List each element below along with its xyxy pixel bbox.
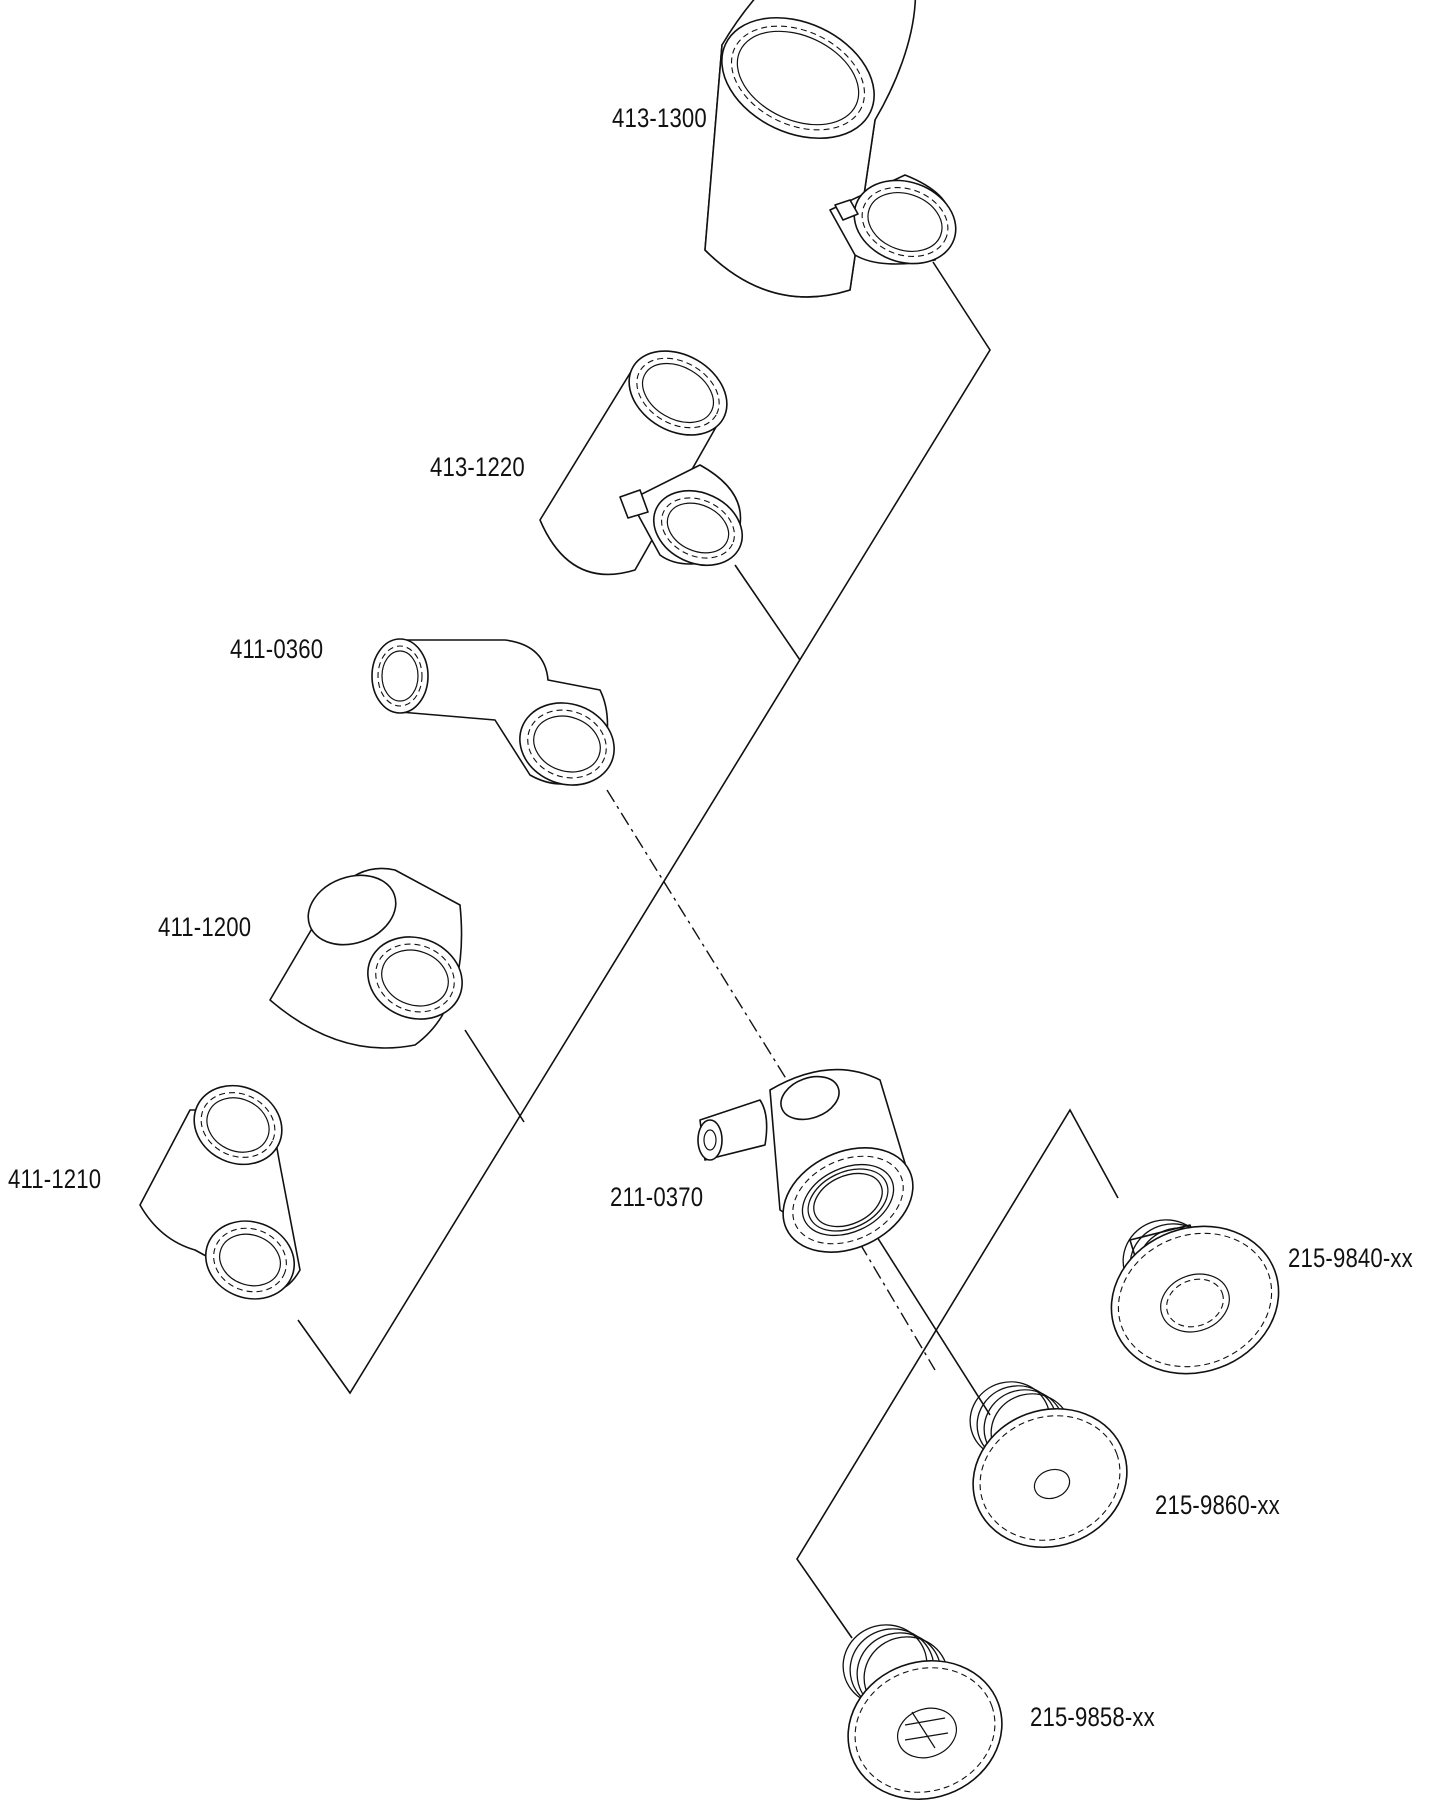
label-411-1210: 411-1210: [8, 1164, 102, 1194]
part-211-0370-drawing: [697, 1068, 914, 1253]
centerline-elbow-to-body: [606, 789, 791, 1086]
label-411-0360: 411-0360: [230, 634, 324, 664]
part-411-0360-drawing: [371, 638, 615, 786]
part-215-9840-drawing: [1110, 1219, 1280, 1375]
leader-413-1220: [734, 564, 801, 661]
label-215-9840-xx: 215-9840-xx: [1288, 1243, 1413, 1273]
leader-411-1200: [464, 1029, 525, 1123]
label-413-1300: 413-1300: [612, 103, 707, 133]
part-215-9858-drawing: [842, 1624, 1003, 1801]
leader-lines: [297, 261, 1119, 1639]
label-215-9858-xx: 215-9858-xx: [1030, 1702, 1155, 1732]
leader-lower-group: [796, 1108, 1119, 1639]
part-413-1300-drawing: [704, 0, 957, 298]
label-211-0370: 211-0370: [610, 1182, 704, 1212]
label-413-1220: 413-1220: [430, 452, 525, 482]
label-215-9860-xx: 215-9860-xx: [1155, 1490, 1280, 1520]
part-411-1210-drawing: [139, 1084, 301, 1300]
leader-upper-group: [297, 261, 991, 1395]
part-413-1220-drawing: [539, 350, 744, 576]
part-215-9860-drawing: [969, 1381, 1128, 1549]
label-411-1200: 411-1200: [158, 912, 252, 942]
leader-215-9860: [864, 1217, 991, 1416]
part-411-1200-drawing: [269, 867, 463, 1049]
center-lines: [606, 789, 936, 1371]
